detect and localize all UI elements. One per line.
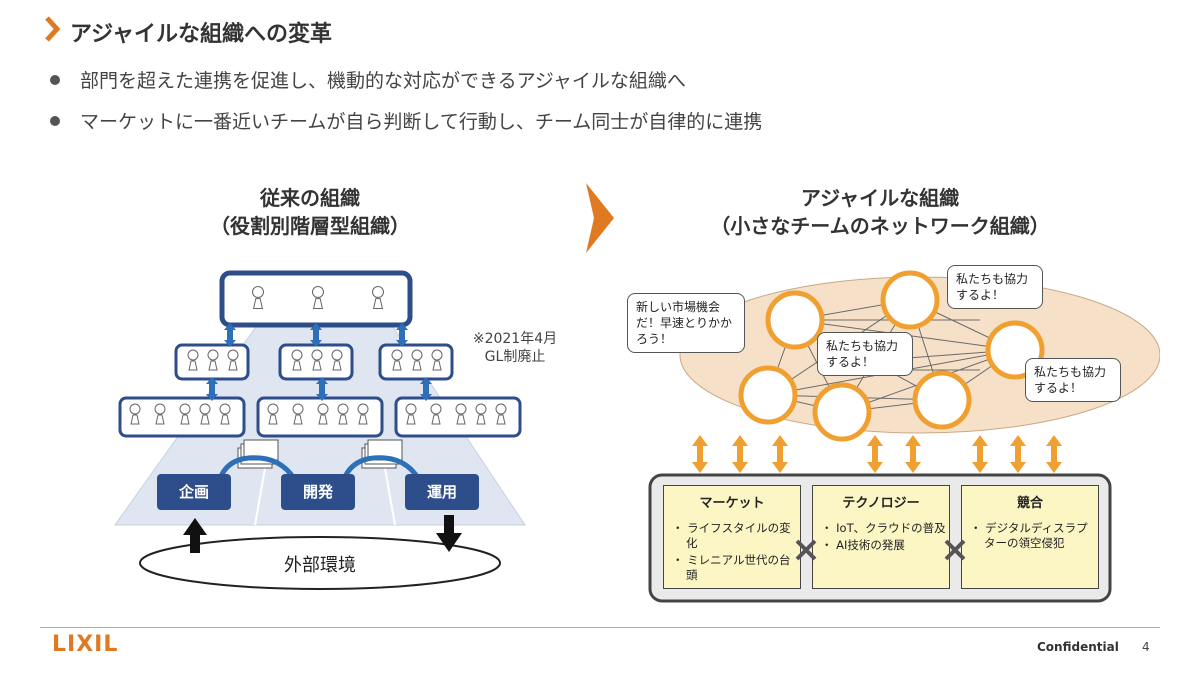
bullet-item: マーケットに一番近いチームが自ら判断して行動し、チーム同士が自律的に連携: [50, 107, 762, 134]
document-stack-icon: [361, 439, 403, 469]
transition-arrow-icon: [586, 183, 614, 253]
document-stack-icon: [237, 439, 279, 469]
speech-bubble: 私たちも協力するよ！: [817, 332, 913, 376]
bullet-text: 部門を超えた連携を促進し、機動的な対応ができるアジャイルな組織へ: [80, 70, 686, 92]
manager-box: [174, 343, 250, 381]
confidential-label: Confidential: [1037, 640, 1119, 654]
double-arrow-icon: [972, 435, 988, 473]
hierarchy-diagram: [114, 270, 526, 590]
output-arrow-icon: [436, 515, 462, 552]
competition-panel: 競合 ・ デジタルディスラプターの領空侵犯: [961, 485, 1099, 589]
panel-item: ・ AI技術の発展: [821, 538, 905, 552]
panel-item: ・ ライフスタイルの変化: [672, 521, 791, 550]
bullet-item: 部門を超えた連携を促進し、機動的な対応ができるアジャイルな組織へ: [50, 66, 686, 93]
panel-title: マーケット: [699, 496, 765, 511]
team-box: [118, 396, 246, 438]
double-arrow-icon: [1046, 435, 1062, 473]
team-circle: [812, 382, 872, 442]
double-arrow-icon: [692, 435, 708, 473]
double-arrow-icon: [772, 435, 788, 473]
panel-title: 競合: [1016, 496, 1043, 511]
left-heading: 従来の組織: [260, 186, 360, 210]
double-arrow-icon: [206, 323, 432, 401]
team-circle: [738, 365, 798, 425]
slide-title: アジャイルな組織への変革: [70, 22, 333, 47]
cross-icon: [795, 539, 817, 561]
technology-panel: テクノロジー ・ IoT、クラウドの普及 ・ AI技術の発展: [812, 485, 950, 589]
environment-arrows: [692, 435, 1062, 473]
manager-box: [278, 343, 354, 381]
team-circle: [912, 370, 972, 430]
team-circle: [880, 270, 940, 330]
panel-item: ・ デジタルディスラプターの領空侵犯: [970, 521, 1088, 550]
top-management-box: [219, 270, 413, 328]
cross-icon: [944, 539, 966, 561]
team-box: [256, 396, 384, 438]
flow-arrow: [339, 455, 425, 487]
footer-divider: [40, 627, 1160, 628]
lixil-logo: LIXIL: [52, 632, 119, 657]
double-arrow-icon: [732, 435, 748, 473]
page-number: 4: [1142, 640, 1150, 654]
panel-item: ・ ミレニアル世代の台頭: [672, 553, 791, 582]
operation-box: 運用: [405, 474, 479, 510]
panel-title: テクノロジー: [842, 496, 920, 511]
right-heading: アジャイルな組織: [800, 186, 960, 210]
flow-arrow: [215, 455, 301, 487]
left-subheading: （役割別階層型組織）: [210, 214, 410, 238]
input-arrow-icon: [183, 518, 207, 553]
team-box: [394, 396, 522, 438]
external-environment-label: 外部環境: [284, 555, 356, 576]
planning-box: 企画: [157, 474, 231, 510]
bullet-dot: [50, 115, 60, 126]
bullet-dot: [50, 74, 60, 85]
development-box: 開発: [281, 474, 355, 510]
manager-box: [378, 343, 454, 381]
panel-item: ・ IoT、クラウドの普及: [821, 521, 946, 535]
chevron-right-icon: [45, 16, 61, 42]
speech-bubble: 私たちも協力するよ！: [1025, 358, 1121, 402]
external-environment-ellipse: [139, 536, 501, 590]
market-panel: マーケット ・ ライフスタイルの変化 ・ ミレニアル世代の台頭: [663, 485, 801, 589]
bullet-text: マーケットに一番近いチームが自ら判断して行動し、チーム同士が自律的に連携: [80, 111, 763, 133]
double-arrow-icon: [1010, 435, 1026, 473]
team-circle: [765, 290, 825, 350]
gl-note-line: ※2021年4月: [472, 331, 558, 347]
speech-bubble: 私たちも協力するよ！: [947, 265, 1043, 309]
right-subheading: （小さなチームのネットワーク組織）: [710, 214, 1050, 238]
double-arrow-icon: [905, 435, 921, 473]
gl-note: ※2021年4月 GL制廃止: [460, 330, 570, 366]
team-circles: [738, 270, 1045, 442]
double-arrow-icon: [867, 435, 883, 473]
speech-bubble: 新しい市場機会だ！早速とりかかろう！: [627, 293, 745, 353]
gl-note-line: GL制廃止: [484, 349, 546, 365]
